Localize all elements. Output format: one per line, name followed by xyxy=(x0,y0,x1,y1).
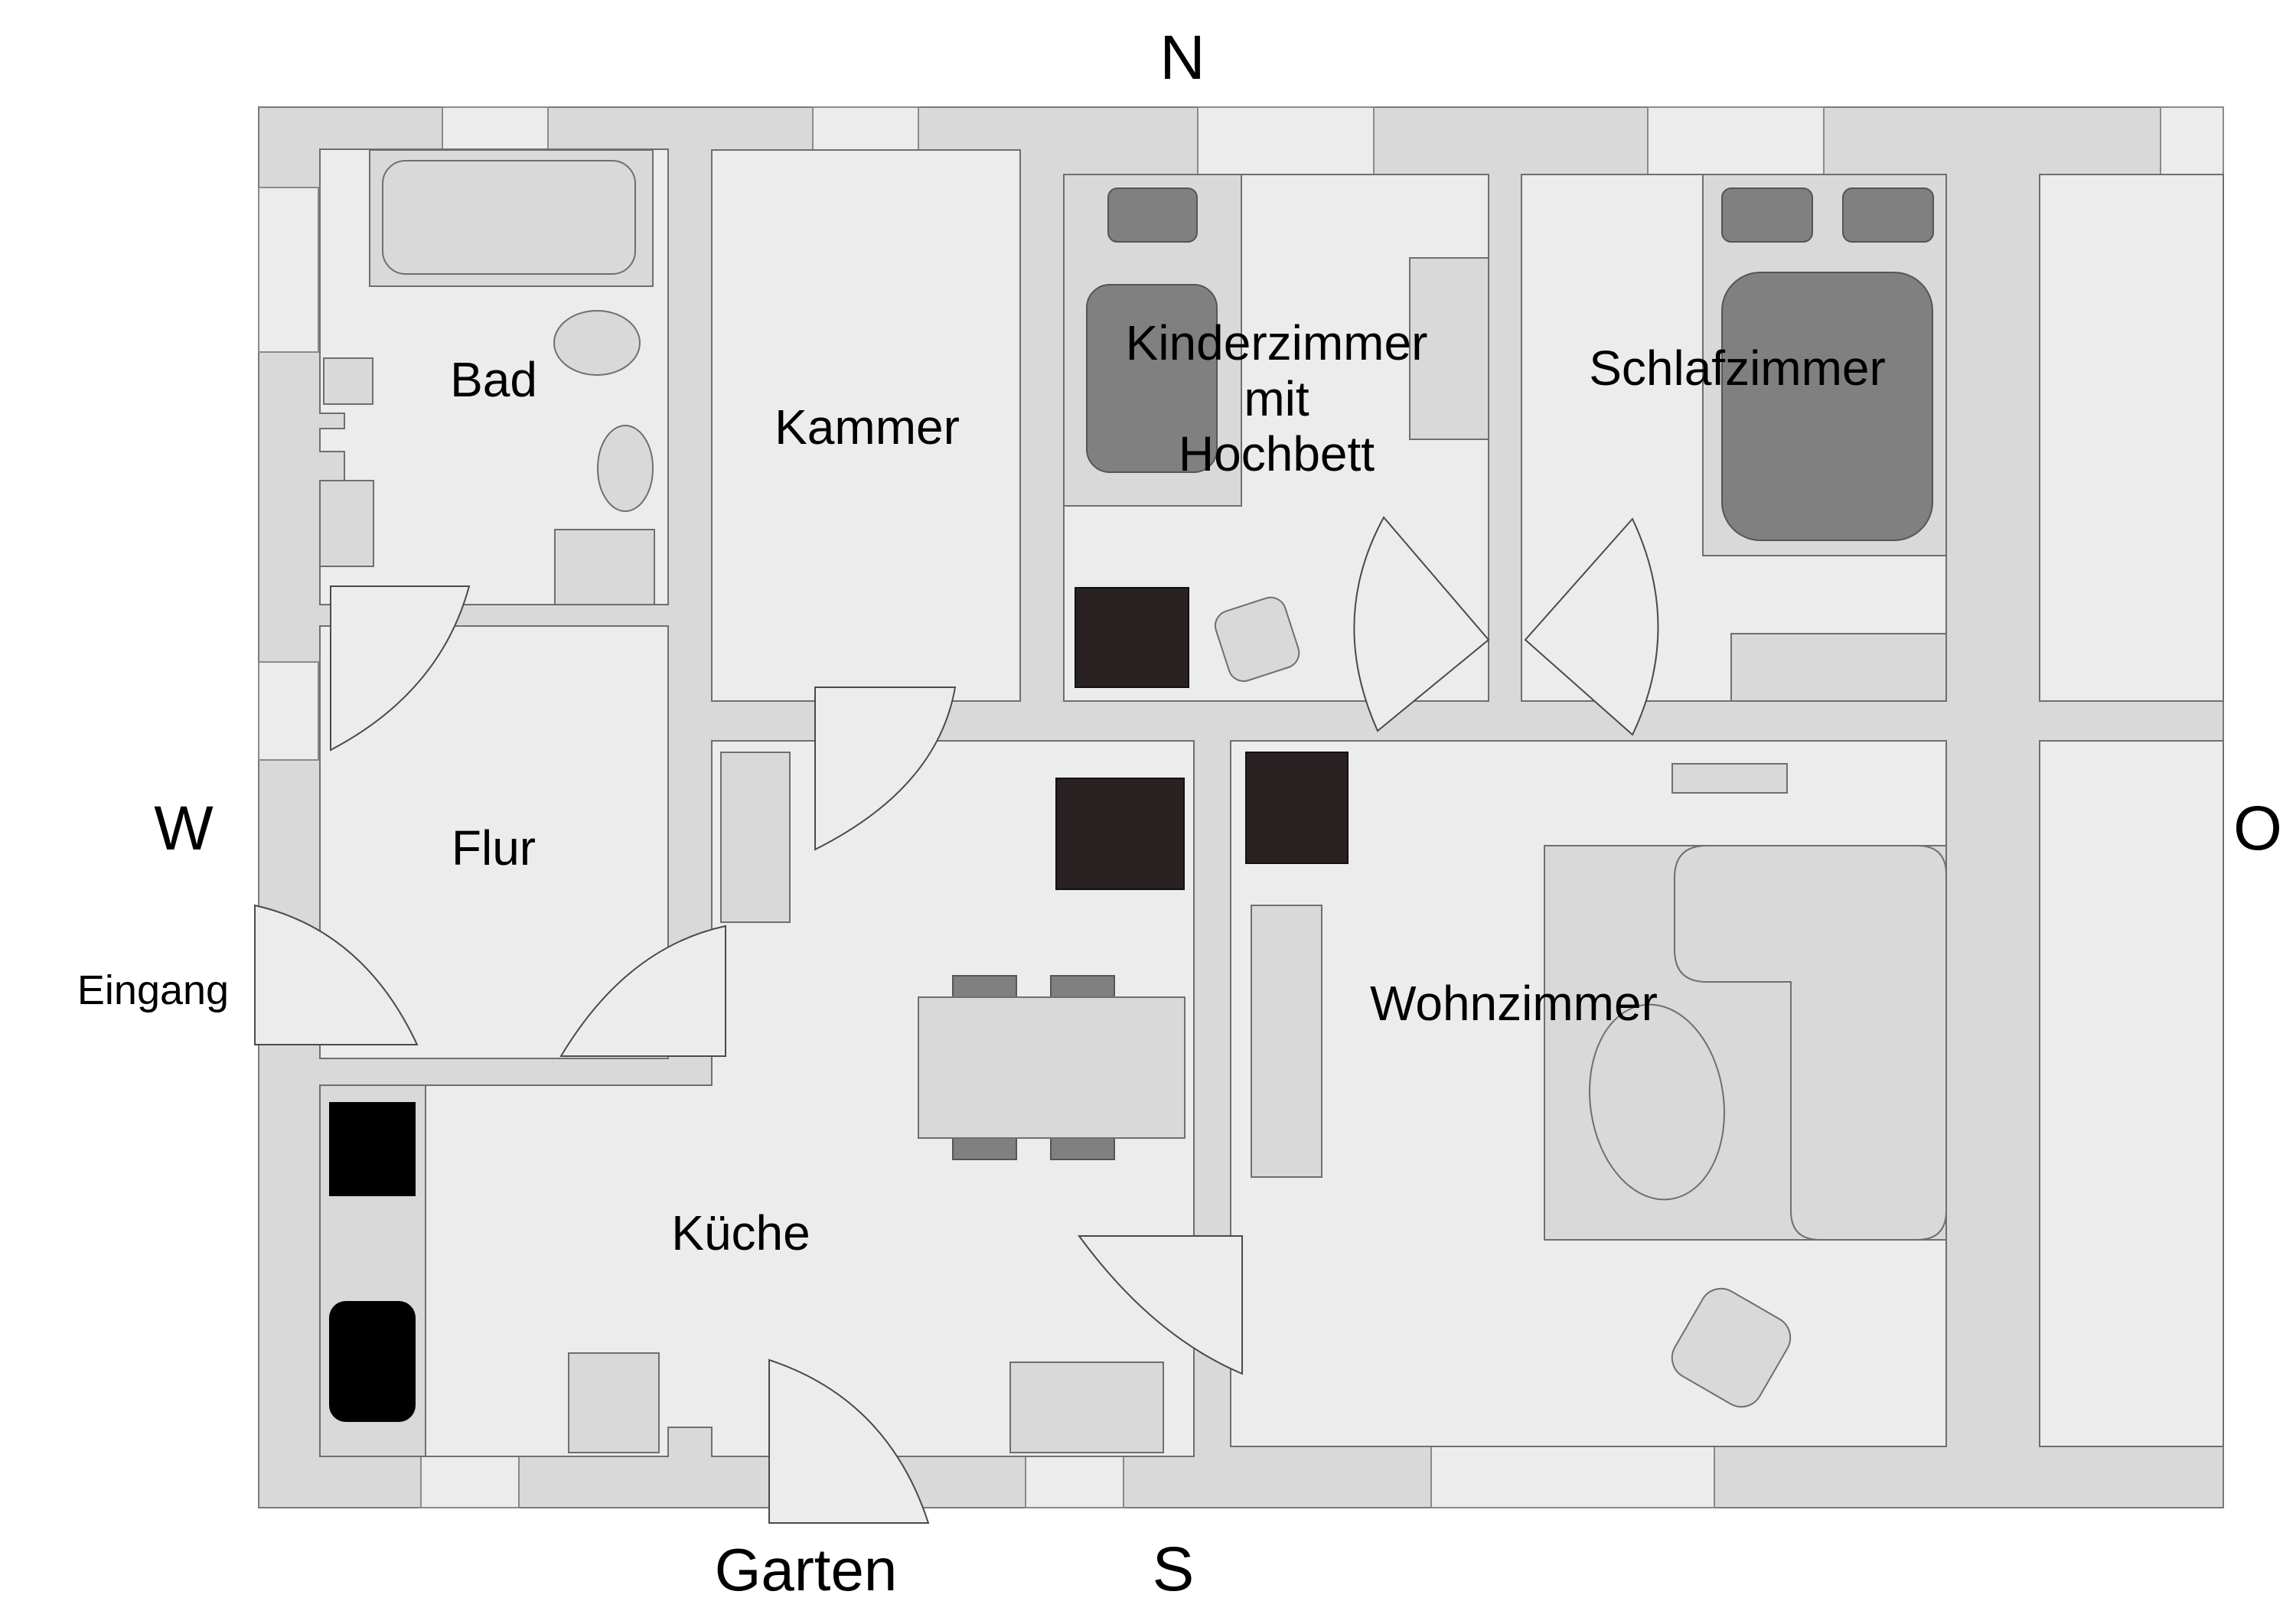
window-north-kammer xyxy=(812,106,919,151)
window-west-bad xyxy=(258,187,319,353)
kinderzimmer-desk xyxy=(1075,587,1189,688)
label-flur: Flur xyxy=(452,820,536,876)
bad-shelf xyxy=(323,357,373,405)
hochbett-pillow xyxy=(1107,188,1198,243)
kueche-sideboard xyxy=(1009,1361,1164,1453)
bed-pillow-left xyxy=(1721,188,1813,243)
window-south-kueche-2 xyxy=(1025,1456,1124,1508)
wohnzimmer-armchair xyxy=(1671,1287,1792,1408)
kueche-stove xyxy=(329,1301,416,1422)
door-kueche-wohnzimmer xyxy=(1078,1235,1243,1375)
window-north-neighbor xyxy=(2160,106,2224,175)
kinderzimmer-wardrobe xyxy=(1409,257,1489,440)
hochbett-mattress xyxy=(1086,284,1218,473)
label-kueche: Küche xyxy=(671,1205,810,1260)
kueche-box xyxy=(568,1352,660,1453)
kueche-cabinet-black xyxy=(329,1102,416,1196)
room-kueche xyxy=(319,740,1195,1457)
kueche-cabinet-dark xyxy=(1055,778,1185,890)
window-south-wohnzimmer xyxy=(1430,1446,1715,1508)
door-schlafzimmer xyxy=(1524,517,1659,736)
bed-pillow-right xyxy=(1842,188,1934,243)
window-north-bad xyxy=(442,106,549,151)
bathtub-basin xyxy=(382,160,636,275)
door-eingang xyxy=(254,904,419,1045)
bed-mattress xyxy=(1721,272,1933,541)
compass-south: S xyxy=(1153,1534,1195,1604)
chair-bottom-left xyxy=(952,1137,1017,1160)
bad-cabinet-bottom xyxy=(554,529,655,605)
label-eingang: Eingang xyxy=(77,967,229,1013)
door-kammer xyxy=(814,686,957,851)
label-kinderzimmer-line1: Kinderzimmer xyxy=(1126,315,1428,370)
label-kinderzimmer-line3: Hochbett xyxy=(1179,426,1375,481)
label-wohnzimmer: Wohnzimmer xyxy=(1370,976,1658,1031)
dining-table xyxy=(918,996,1186,1139)
compass-west: W xyxy=(154,794,214,863)
door-kinderzimmer xyxy=(1353,516,1490,732)
compass-east: O xyxy=(2233,794,2282,863)
sofa xyxy=(1674,845,1947,1241)
window-north-schlafzimmer xyxy=(1647,106,1825,175)
wohnzimmer-cabinet-dark xyxy=(1245,752,1349,864)
window-north-kinderzimmer xyxy=(1197,106,1375,175)
wohnzimmer-shelf-top xyxy=(1671,763,1788,794)
label-garten: Garten xyxy=(715,1536,897,1603)
compass-north: N xyxy=(1159,23,1205,93)
window-south-kueche-1 xyxy=(420,1456,520,1508)
label-schlafzimmer: Schlafzimmer xyxy=(1589,341,1886,396)
chair-top-left xyxy=(952,975,1017,998)
door-bad xyxy=(330,585,471,752)
door-flur-kueche xyxy=(559,925,726,1057)
label-kinderzimmer-line2: mit xyxy=(1244,371,1309,426)
label-kammer: Kammer xyxy=(775,399,960,455)
schlafzimmer-dresser xyxy=(1730,633,1947,702)
kinderzimmer-chair xyxy=(1214,596,1300,682)
washbasin xyxy=(553,310,641,376)
window-west-flur xyxy=(258,661,319,761)
door-garten xyxy=(768,1358,930,1524)
chair-top-right xyxy=(1050,975,1115,998)
chair-bottom-right xyxy=(1050,1137,1115,1160)
wohnzimmer-sideboard xyxy=(1251,905,1322,1178)
coffee-table xyxy=(1589,1003,1725,1201)
toilet xyxy=(597,425,654,512)
label-bad: Bad xyxy=(450,352,537,407)
kueche-shelf xyxy=(720,752,791,923)
room-neighbor-south xyxy=(2039,740,2224,1447)
bad-cabinet-left xyxy=(319,480,374,567)
room-neighbor-north xyxy=(2039,174,2224,702)
